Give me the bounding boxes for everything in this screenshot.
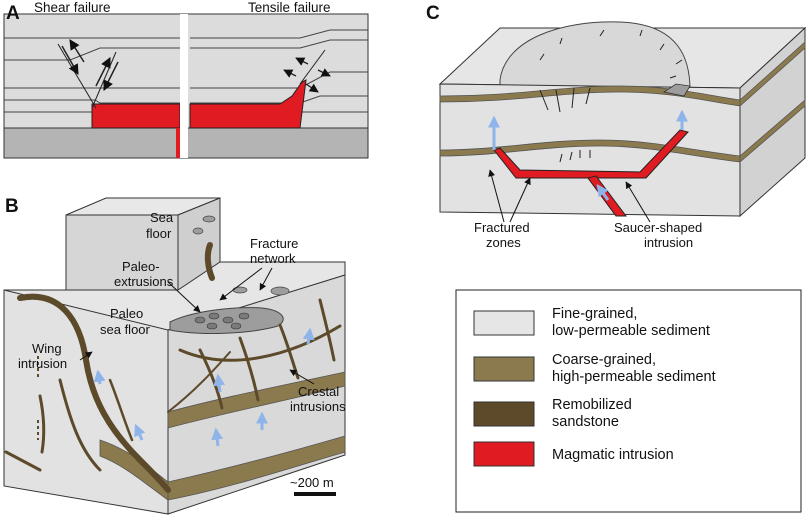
legend-remobilized-line-2: sandstone bbox=[552, 414, 619, 430]
legend-magma-line-1: Magmatic intrusion bbox=[552, 447, 674, 463]
panel-a: A Shear failure Tensile failure bbox=[3, 0, 369, 159]
panel-c-pointers bbox=[488, 169, 651, 223]
fracture-network-label-1: Fracture bbox=[250, 236, 298, 251]
panel-b-coarse-layer-2 bbox=[167, 435, 346, 501]
panel-b-pointers bbox=[79, 267, 315, 385]
shear-failure-label: Shear failure bbox=[34, 0, 111, 15]
legend: Fine-grained, low-permeable sediment Coa… bbox=[455, 289, 802, 513]
legend-swatch-fine bbox=[473, 310, 535, 336]
panel-a-magma-sill-right bbox=[189, 79, 307, 129]
legend-fine-line-2: low-permeable sediment bbox=[552, 323, 710, 339]
panel-c-letter: C bbox=[426, 3, 440, 24]
legend-swatch-magma bbox=[473, 441, 535, 467]
panel-b-seafloor-pods bbox=[192, 215, 290, 296]
legend-swatch-coarse bbox=[473, 356, 535, 382]
panel-c-fractures bbox=[539, 29, 683, 163]
legend-coarse-line-1: Coarse-grained, bbox=[552, 352, 656, 368]
panel-c-vent bbox=[662, 83, 691, 97]
panel-b-remobilized-intrusions bbox=[4, 242, 342, 493]
paleo-sea-floor-label-1: Paleo bbox=[110, 306, 143, 321]
crestal-intrusions-label-1: Crestal bbox=[298, 384, 339, 399]
legend-coarse-line-2: high-permeable sediment bbox=[552, 369, 716, 385]
crestal-intrusions-label-2: intrusions bbox=[290, 399, 346, 414]
fractured-zones-label-1: Fractured bbox=[474, 220, 530, 235]
panel-b: ~200 m B Sea floor Paleo- extrusions Fra… bbox=[3, 196, 346, 515]
panel-b-extrusion-dots bbox=[194, 312, 250, 330]
fractured-zones-label-2: zones bbox=[486, 235, 521, 250]
legend-remobilized-line-1: Remobilized bbox=[552, 397, 632, 413]
panel-a-tensile-arrows bbox=[283, 57, 331, 93]
legend-swatch-remobilized bbox=[473, 401, 535, 427]
panel-a-shear-arrows bbox=[61, 39, 119, 91]
panel-b-coarse-layer-front bbox=[99, 439, 169, 501]
sea-floor-label-1: Sea bbox=[150, 210, 174, 225]
panel-c: C Fractured zones Saucer-shaped intrusio… bbox=[426, 3, 807, 250]
panel-b-letter: B bbox=[5, 196, 19, 217]
panel-c-saucer-intrusion bbox=[493, 129, 689, 179]
panel-c-coarse-right-upper bbox=[739, 41, 806, 107]
wing-intrusion-label-2: intrusion bbox=[18, 356, 67, 371]
paleo-sea-floor-label-2: sea floor bbox=[100, 322, 151, 337]
panel-c-dome bbox=[499, 21, 691, 93]
saucer-intrusion-label-1: Saucer-shaped bbox=[614, 220, 702, 235]
legend-fine-line-1: Fine-grained, bbox=[552, 306, 637, 322]
panel-c-fluid-arrows bbox=[488, 109, 688, 201]
wing-intrusion-label-1: Wing bbox=[32, 341, 62, 356]
paleo-extrusions-label-1: Paleo- bbox=[122, 259, 160, 274]
fracture-network-label-2: network bbox=[250, 251, 296, 266]
panel-b-fluid-arrows bbox=[93, 327, 315, 447]
panel-a-split bbox=[180, 14, 188, 158]
panel-a-letter: A bbox=[6, 3, 20, 24]
sea-floor-label-2: floor bbox=[146, 226, 172, 241]
scale-bar-label: ~200 m bbox=[290, 475, 334, 490]
tensile-failure-label: Tensile failure bbox=[248, 0, 331, 15]
panel-a-magma-sill-left bbox=[91, 103, 181, 129]
saucer-intrusion-label-2: intrusion bbox=[644, 235, 693, 250]
panel-a-tensile-fracture bbox=[299, 49, 326, 85]
panel-c-coarse-right-lower bbox=[739, 99, 806, 163]
paleo-extrusions-label-2: extrusions bbox=[114, 274, 174, 289]
